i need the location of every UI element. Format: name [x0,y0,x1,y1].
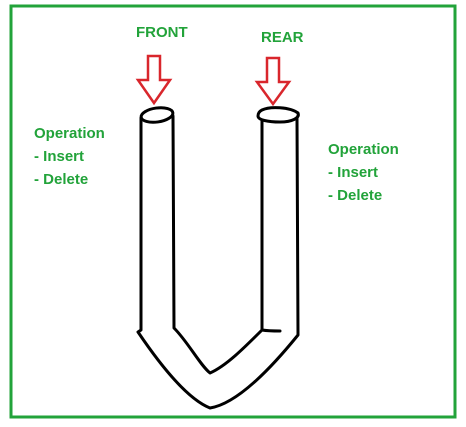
diagram-border [9,4,457,419]
front-tube-inner-wall [171,114,264,375]
rear-operations-title: Operation [328,141,399,158]
rear-operations: Operation - Insert - Delete [328,141,399,204]
front-arrow-icon [135,54,173,106]
front-operations-title: Operation [34,125,105,142]
u-tube [136,106,300,410]
front-opening [139,106,175,124]
front-label: FRONT [136,24,188,41]
rear-tube-notch [260,328,282,333]
rear-label: REAR [261,29,304,46]
front-tube-outer-wall [136,116,300,410]
rear-arrow-icon [254,56,292,107]
rear-operation-delete: - Delete [328,187,382,204]
front-operation-delete: - Delete [34,171,88,188]
front-operations: Operation - Insert - Delete [34,125,105,188]
rear-operation-insert: - Insert [328,164,378,181]
rear-opening [256,106,300,124]
front-operation-insert: - Insert [34,148,84,165]
